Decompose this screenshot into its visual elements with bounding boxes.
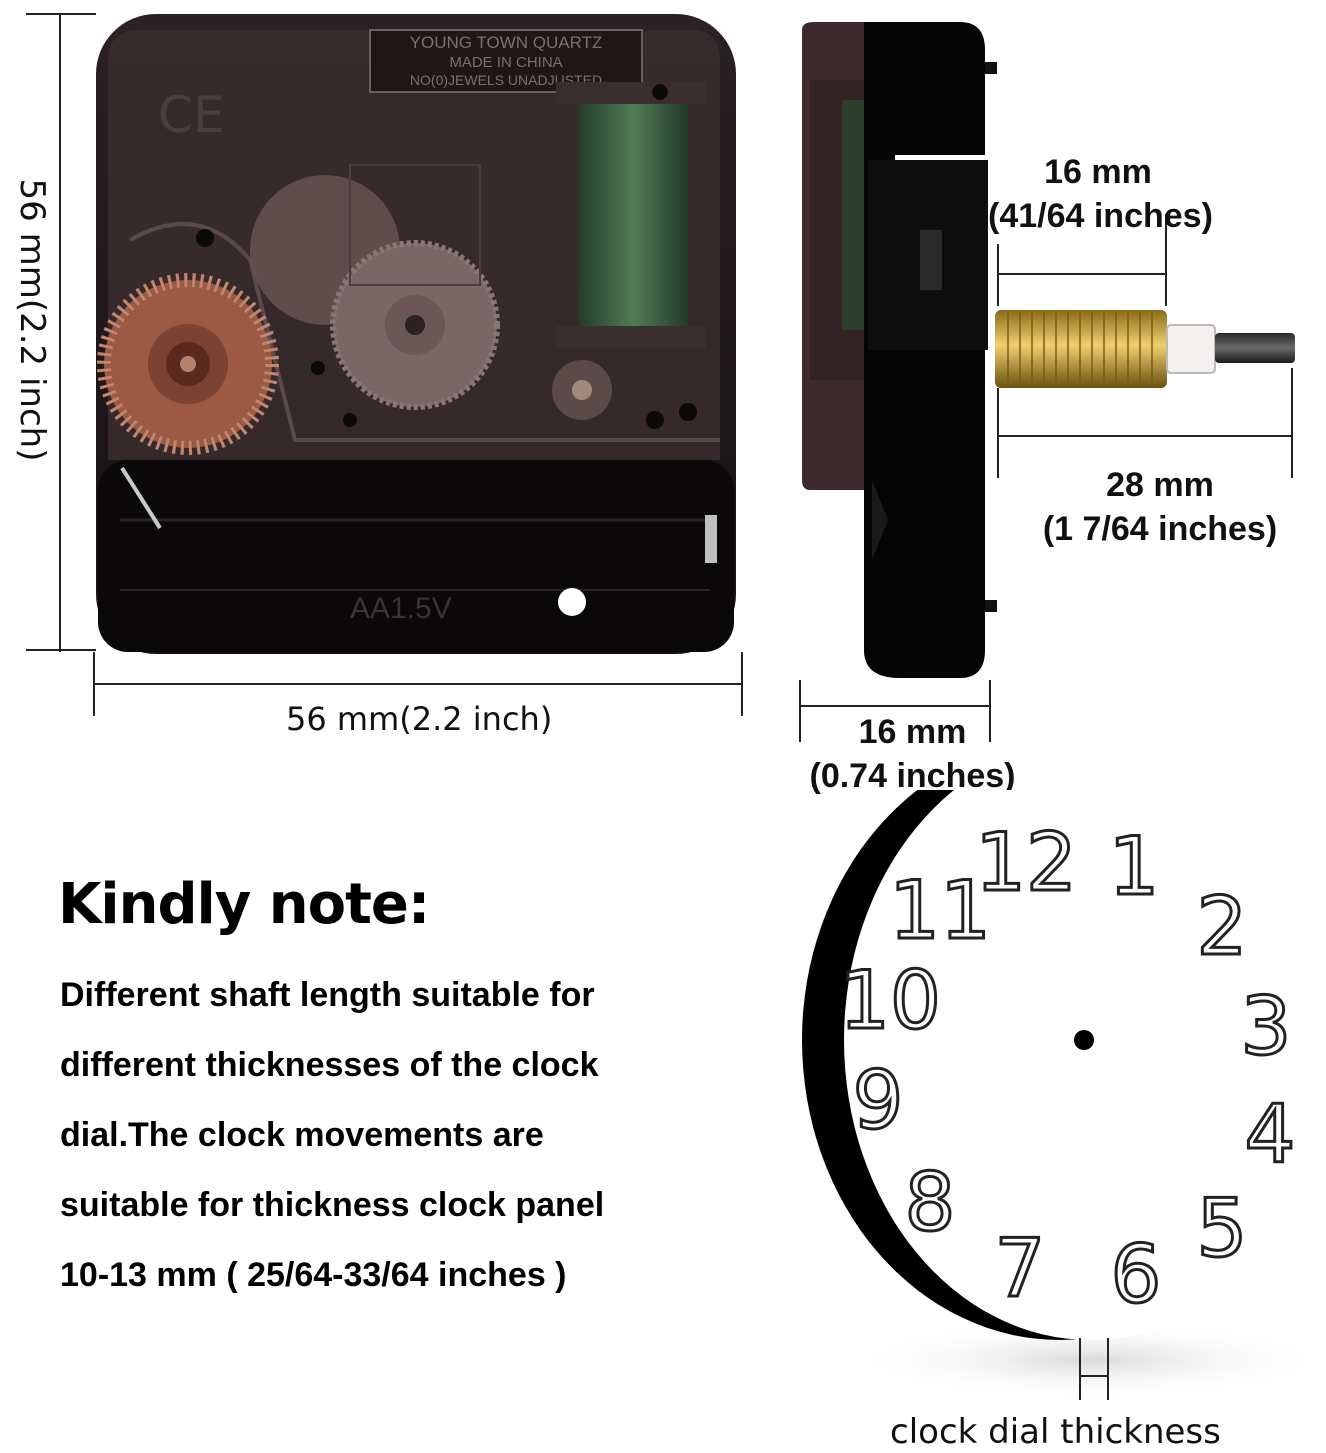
width-dimension-label: 56 mm(2.2 inch) [286, 700, 553, 738]
numeral-1: 1 [1109, 820, 1160, 913]
thickness-mm: 16 mm [858, 713, 967, 751]
numeral-2: 2 [1197, 880, 1248, 973]
numeral-6: 6 [1111, 1228, 1162, 1321]
numeral-12: 12 [975, 816, 1077, 909]
jewels-print: NO(0)JEWELS UNADJUSTED [410, 72, 602, 88]
dial-face [844, 790, 1326, 1340]
shaft-length-label: 28 mm (1 7/64 inches) [1040, 463, 1280, 551]
note-line: Different shaft length suitable for [60, 976, 595, 1014]
numeral-5: 5 [1197, 1182, 1248, 1275]
hour-pipe-icon [1166, 324, 1216, 374]
shaft-length-mm: 28 mm [1106, 466, 1214, 504]
hanger-hole [558, 588, 586, 616]
shaft-length-inches: (1 7/64 inches) [1042, 510, 1278, 548]
thread-length-label: 16 mm (41/64 inches) [988, 150, 1213, 238]
clock-dial-illustration: 12 1 2 3 4 5 6 7 8 9 10 11 [802, 790, 1326, 1400]
numeral-8: 8 [905, 1156, 956, 1249]
numeral-4: 4 [1245, 1088, 1296, 1181]
numeral-11: 11 [889, 864, 991, 957]
dial-center-hole [1074, 1030, 1094, 1050]
numeral-7: 7 [995, 1222, 1046, 1315]
note-line: 10-13 mm ( 25/64-33/64 inches ) [60, 1256, 567, 1294]
note-line: dial.The clock movements are [60, 1116, 544, 1154]
height-dimension-label: 56 mm(2.2 inch) [12, 178, 52, 462]
time-set-wheel-icon [97, 273, 279, 455]
thickness-inches: (0.74 inches) [809, 757, 1016, 795]
ce-mark: CE [158, 86, 225, 144]
battery-print: AA1.5V [350, 592, 452, 625]
note-line: different thicknesses of the clock [60, 1046, 599, 1084]
origin-print: MADE IN CHINA [449, 54, 562, 71]
thickness-label: 16 mm (0.74 inches) [800, 710, 1025, 798]
movement-side-view [799, 22, 1295, 742]
movement-front-view: YOUNG TOWN QUARTZ MADE IN CHINA NO(0)JEW… [26, 13, 743, 716]
numeral-9: 9 [853, 1054, 904, 1147]
dial-thickness-caption: clock dial thickness [890, 1412, 1221, 1452]
coil-icon [578, 82, 688, 342]
numeral-3: 3 [1241, 980, 1292, 1073]
print-plate [369, 29, 643, 93]
note-title: Kindly note: [58, 872, 430, 937]
thread-length-mm: 16 mm [1044, 153, 1152, 191]
brand-print: YOUNG TOWN QUARTZ [410, 33, 603, 52]
thread-length-inches: (41/64 inches) [988, 197, 1213, 235]
numeral-10: 10 [839, 954, 941, 1047]
note-line: suitable for thickness clock panel [60, 1186, 605, 1224]
second-pin-icon [1215, 333, 1295, 363]
